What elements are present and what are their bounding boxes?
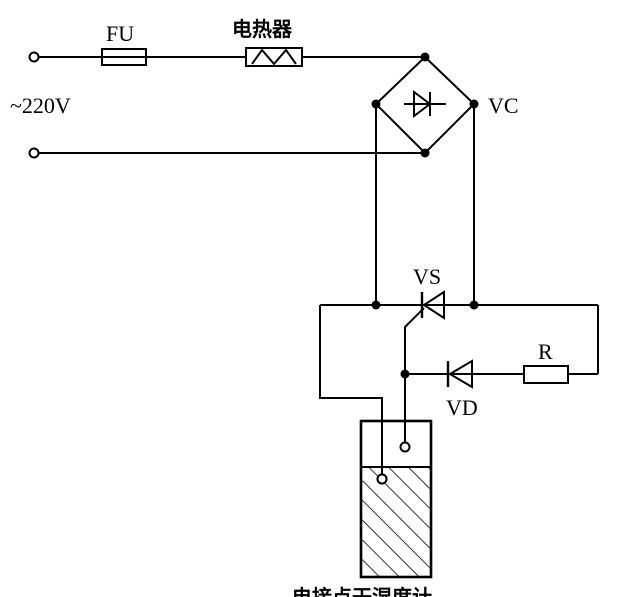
hygrometer-contact-high — [399, 441, 411, 453]
thyristor-label: VS — [413, 264, 441, 289]
heater-icon — [245, 47, 303, 67]
bottom-terminal — [28, 147, 40, 159]
resistor-label: R — [538, 339, 553, 364]
thyristor-line — [320, 300, 598, 310]
hygrometer-label: 电接点干湿度计 — [292, 585, 432, 597]
top-terminal — [28, 51, 40, 63]
supply-label: ~220V — [10, 93, 71, 118]
fuse-icon — [101, 48, 147, 66]
bridge-label: VC — [488, 93, 519, 118]
thyristor-icon — [404, 290, 445, 374]
bottom-supply-line — [28, 147, 425, 159]
hygrometer-icon — [359, 419, 433, 579]
bridge-rectifier-icon — [371, 52, 479, 158]
heater-label: 电热器 — [232, 17, 293, 41]
fuse-label: FU — [106, 21, 134, 46]
top-supply-line — [28, 51, 425, 63]
resistor-icon — [523, 365, 569, 384]
diode-label: VD — [446, 395, 478, 420]
left-loop-lead — [319, 305, 383, 475]
diode-icon — [446, 359, 473, 389]
